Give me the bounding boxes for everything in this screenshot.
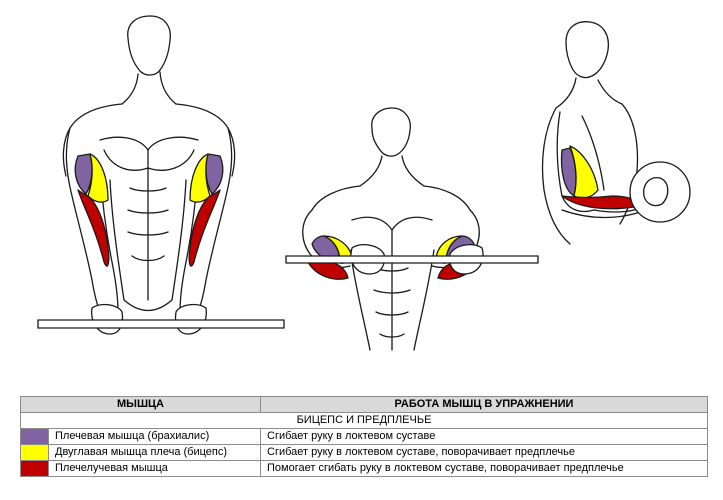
muscle-name: Плечелучевая мышца <box>48 460 261 477</box>
muscle-table: МЫШЦА РАБОТА МЫШЦ В УПРАЖНЕНИИ БИЦЕПС И … <box>20 396 708 477</box>
exercise-illustration <box>37 15 691 351</box>
curl-top-figure <box>285 107 539 351</box>
side-view-figure <box>541 21 691 245</box>
muscle-work: Помогает сгибать руку в локтевом суставе… <box>260 460 708 477</box>
barbell <box>285 255 539 264</box>
barbell <box>37 319 285 329</box>
swatch-fill <box>21 429 48 444</box>
muscle-work: Сгибает руку в локтевом суставе <box>260 428 708 445</box>
color-swatch <box>20 428 49 445</box>
table-row: Двуглавая мышца плеча (бицепс) Сгибает р… <box>20 444 708 461</box>
color-swatch <box>20 444 49 461</box>
header-work: РАБОТА МЫШЦ В УПРАЖНЕНИИ <box>260 396 708 413</box>
muscle-name: Двуглавая мышца плеча (бицепс) <box>48 444 261 461</box>
standing-front-figure <box>37 15 285 335</box>
header-muscle: МЫШЦА <box>20 396 261 413</box>
table-row: Плечевая мышца (брахиалис) Сгибает руку … <box>20 428 708 445</box>
muscle-name: Плечевая мышца (брахиалис) <box>48 428 261 445</box>
swatch-fill <box>21 445 48 460</box>
table-header-row: МЫШЦА РАБОТА МЫШЦ В УПРАЖНЕНИИ <box>20 396 708 413</box>
section-title: БИЦЕПС И ПРЕДПЛЕЧЬЕ <box>20 412 708 429</box>
table-row: Плечелучевая мышца Помогает сгибать руку… <box>20 460 708 477</box>
swatch-fill <box>21 461 48 476</box>
table-section-row: БИЦЕПС И ПРЕДПЛЕЧЬЕ <box>20 412 708 429</box>
muscle-work: Сгибает руку в локтевом суставе, поворач… <box>260 444 708 461</box>
color-swatch <box>20 460 49 477</box>
